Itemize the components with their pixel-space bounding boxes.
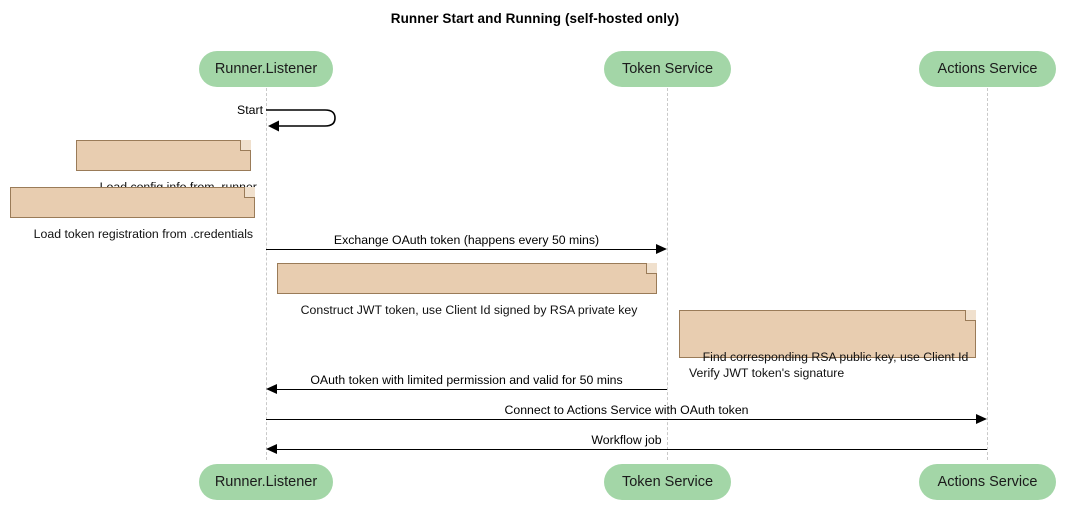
- note-text: Load token registration from .credential…: [33, 227, 254, 241]
- participant-runner-bottom[interactable]: Runner.Listener: [199, 464, 333, 500]
- participant-token-bottom[interactable]: Token Service: [604, 464, 731, 500]
- message-label-connect-actions-service: Connect to Actions Service with OAuth to…: [504, 403, 749, 417]
- lifeline-runner: [266, 88, 267, 460]
- participant-actions-top[interactable]: Actions Service: [919, 51, 1056, 87]
- message-label-oauth-token-limited: OAuth token with limited permission and …: [310, 373, 623, 387]
- arrowhead-right-icon: [976, 414, 987, 424]
- note-text: Find corresponding RSA public key, use C…: [689, 350, 969, 380]
- arrowhead-left-icon: [266, 444, 277, 454]
- note-dogear-icon: [240, 140, 251, 151]
- message-label-start: Start: [237, 103, 263, 117]
- message-label-exchange-oauth-token: Exchange OAuth token (happens every 50 m…: [333, 233, 600, 247]
- note-verify-jwt-signature: Find corresponding RSA public key, use C…: [679, 310, 976, 380]
- note-dogear-icon: [244, 187, 255, 198]
- note-dogear-icon: [965, 310, 976, 321]
- message-line-exchange-oauth-token: [266, 249, 656, 250]
- note-construct-jwt-token: Construct JWT token, use Client Id signe…: [277, 263, 657, 317]
- message-line-workflow-job: [277, 449, 987, 450]
- message-arrow-start: [265, 105, 345, 135]
- message-line-oauth-token-limited: [277, 389, 667, 390]
- message-label-workflow-job: Workflow job: [591, 433, 662, 447]
- note-dogear-icon: [646, 263, 657, 274]
- note-load-token-registration: Load token registration from .credential…: [10, 187, 255, 241]
- message-line-connect-actions-service: [266, 419, 976, 420]
- note-load-config: Load config info from .runner: [76, 140, 257, 194]
- diagram-title: Runner Start and Running (self-hosted on…: [390, 11, 680, 26]
- arrowhead-left-icon: [266, 384, 277, 394]
- note-text: Construct JWT token, use Client Id signe…: [300, 303, 638, 317]
- arrowhead-right-icon: [656, 244, 667, 254]
- participant-runner-top[interactable]: Runner.Listener: [199, 51, 333, 87]
- participant-token-top[interactable]: Token Service: [604, 51, 731, 87]
- participant-actions-bottom[interactable]: Actions Service: [919, 464, 1056, 500]
- lifeline-token: [667, 88, 668, 460]
- lifeline-actions: [987, 88, 988, 460]
